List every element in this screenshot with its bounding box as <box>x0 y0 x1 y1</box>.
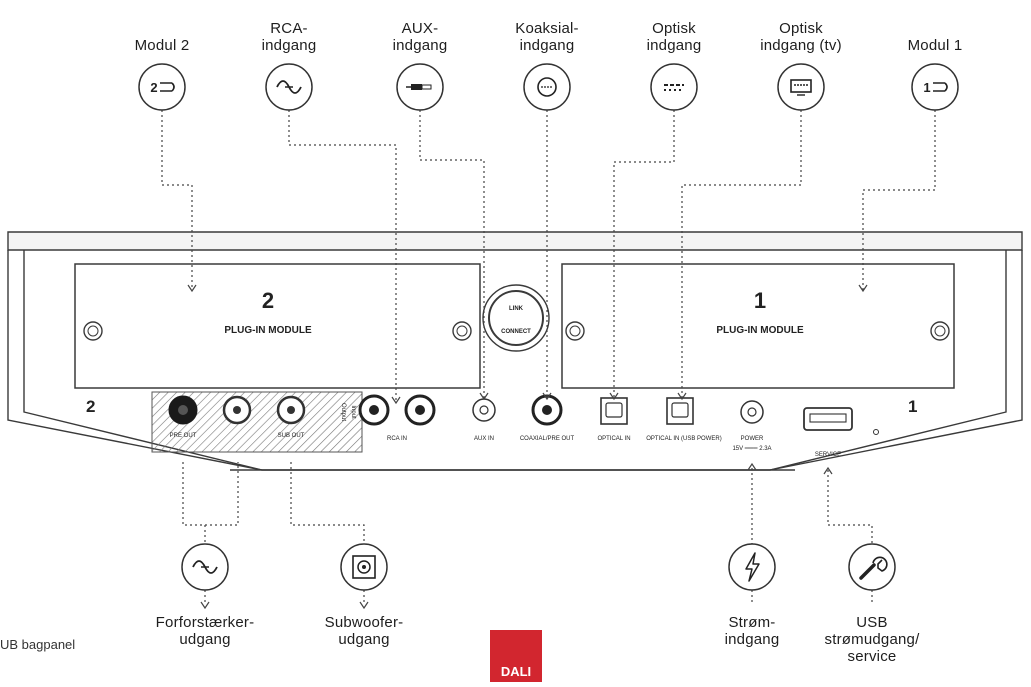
svg-text:2: 2 <box>150 80 157 95</box>
power-icon <box>728 543 776 591</box>
module-1-number: 1 <box>754 288 766 313</box>
output-side-label: Output <box>340 403 346 421</box>
pre-out-label: PRE OUT <box>170 433 197 439</box>
service-label: SERVICE <box>815 452 841 458</box>
top-leaders <box>161 110 936 402</box>
module1-label: Modul 1 <box>907 37 963 54</box>
power-label: POWER <box>741 436 764 442</box>
bottom-leaders <box>182 462 873 602</box>
panel-text: 2 PLUG-IN MODULE 1 PLUG-IN MODULE LINK C… <box>86 288 917 458</box>
aux-label: AUX-indgang <box>392 20 448 54</box>
optical-in-label: OPTICAL IN <box>597 436 630 442</box>
optical-in-tv-label: OPTICAL IN (USB POWER) <box>646 436 721 442</box>
preamp-label: Forforstærker-udgang <box>155 614 255 648</box>
power-rating-label: 15V ═══ 2.3A <box>732 446 771 452</box>
power-label: Strøm-indgang <box>724 614 780 648</box>
link-label: LINK <box>509 306 524 312</box>
optical-icon <box>650 63 698 111</box>
top-arrowheads <box>187 284 868 405</box>
svg-text:1: 1 <box>923 80 930 95</box>
aux-in-label: AUX IN <box>474 436 494 442</box>
input-side-label: Input <box>350 405 356 419</box>
module2-icon: 2 <box>138 63 186 111</box>
module-1-text: PLUG-IN MODULE <box>716 325 804 336</box>
subwoofer-icon <box>340 543 388 591</box>
link-connect-button <box>482 284 550 352</box>
module-1-bay <box>561 263 955 389</box>
module1-icon: 1 <box>911 63 959 111</box>
rca-icon <box>265 63 313 111</box>
rca-in-label: RCA IN <box>387 436 407 442</box>
subwoofer-label: Subwoofer-udgang <box>324 614 404 648</box>
optical_tv-icon <box>777 63 825 111</box>
module-2-number: 2 <box>262 288 274 313</box>
sub-out-label: SUB OUT <box>278 433 305 439</box>
corner-left-number: 2 <box>86 397 95 416</box>
bottom-icon-row <box>181 543 896 591</box>
module-2-text: PLUG-IN MODULE <box>224 325 312 336</box>
coax-icon <box>523 63 571 111</box>
coax-label: COAXIAL/PRE OUT <box>520 436 575 442</box>
usb-icon <box>848 543 896 591</box>
jacks <box>168 394 879 435</box>
corner-right-number: 1 <box>908 397 917 416</box>
dali-logo: DALI <box>490 630 542 682</box>
bottom-arrowheads <box>200 462 833 610</box>
module2-label: Modul 2 <box>134 37 190 54</box>
preamp-icon <box>181 543 229 591</box>
aux-icon <box>396 63 444 111</box>
caption: UB bagpanel <box>0 637 76 652</box>
connect-label: CONNECT <box>501 329 531 335</box>
rca-label: RCA-indgang <box>261 20 317 54</box>
module-2-bay <box>74 263 481 389</box>
coax-label: Koaksial-indgang <box>515 20 579 54</box>
chassis <box>7 231 1023 471</box>
